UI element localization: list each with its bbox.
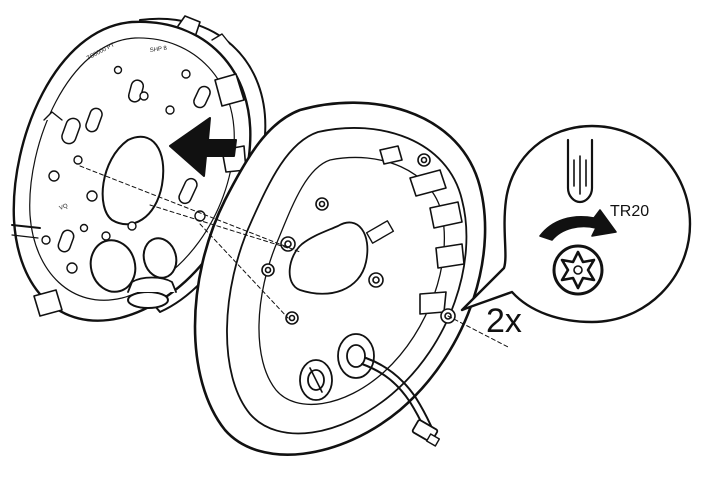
insert-arrow-icon <box>169 117 237 177</box>
svg-text:VQ: VQ <box>59 203 70 212</box>
screw-count-label: 2x <box>486 302 522 340</box>
torx-screw-icon <box>552 244 604 296</box>
mounting-plate: TS8000 PT SHP 8 VQ <box>11 15 267 322</box>
svg-text:SHP 8: SHP 8 <box>149 46 168 54</box>
bit-size-label: TR20 <box>610 203 649 220</box>
screwdriver-bit-icon <box>566 138 594 204</box>
back-box <box>193 101 487 456</box>
rotate-arrow-icon <box>539 209 617 241</box>
